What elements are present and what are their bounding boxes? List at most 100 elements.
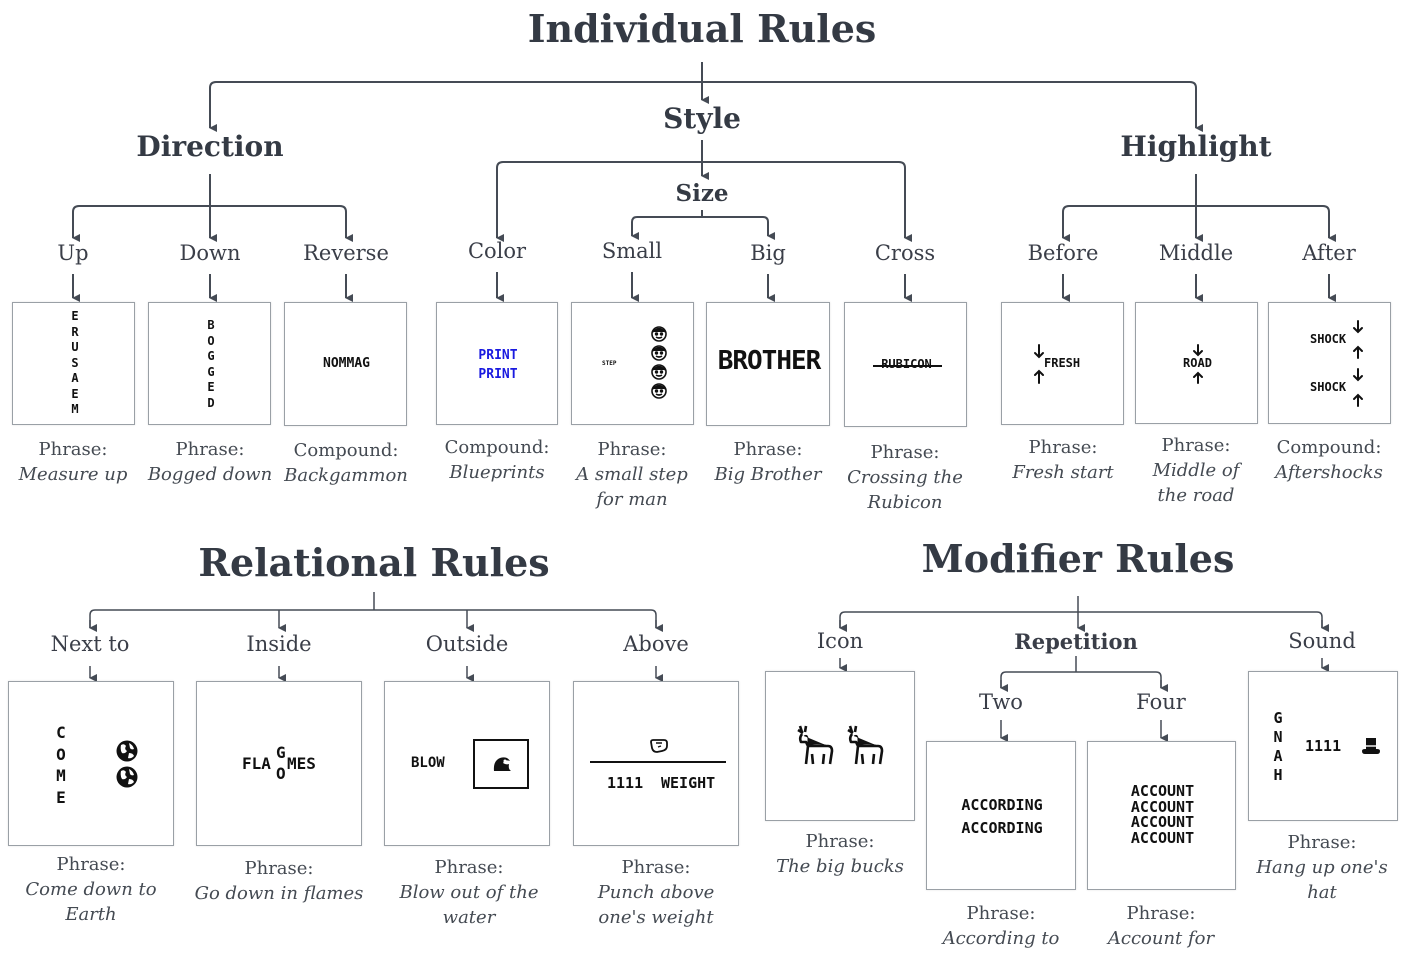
puzzle-letter: R [71, 324, 79, 339]
puzzle-letter: H [1273, 766, 1283, 784]
puzzle-box-above: 1111 WEIGHT [573, 681, 739, 846]
water-wave-icon [493, 757, 511, 771]
puzzle-text-sound-number: 1111 [1305, 737, 1342, 755]
deer-icon-pair [797, 725, 884, 765]
caption-answer: Middle of the road [1152, 460, 1240, 506]
caption-kind: Compound: [1276, 437, 1382, 458]
puzzle-letter: E [207, 380, 215, 394]
fist-icon [650, 739, 668, 753]
puzzle-letter: E [56, 787, 66, 807]
caption-kind: Compound: [293, 440, 399, 461]
deer-icon [847, 725, 884, 765]
puzzle-letter: M [56, 766, 66, 785]
label-color: Color [467, 239, 527, 263]
arrow-pair-icon [1193, 344, 1203, 384]
caption-answer: Go down in flames [194, 883, 364, 904]
puzzle-letter: N [1273, 728, 1283, 746]
puzzle-letter: M [71, 402, 79, 416]
caption-middle: Phrase: Middle of the road [1136, 433, 1256, 508]
label-cross: Cross [874, 241, 936, 265]
label-reverse: Reverse [303, 241, 389, 265]
according-word: ACCORDING [961, 819, 1043, 837]
puzzle-text-after-1: SHOCK [1310, 332, 1347, 346]
puzzle-box-outside: BLOW [384, 681, 550, 846]
puzzle-text-reverse: NOMMAG [323, 356, 370, 371]
caption-two: Phrase: According to [943, 901, 1060, 951]
caption-down: Phrase: Bogged down [148, 437, 272, 487]
puzzle-box-before: FRESH [1001, 302, 1124, 425]
caption-answer: Hang up one's hat [1256, 857, 1388, 903]
earth-icon-pair [116, 740, 138, 788]
divider-line [590, 761, 726, 763]
puzzle-letter: S [71, 355, 79, 370]
puzzle-text-inside-top: G [276, 743, 286, 762]
earth-icon [116, 766, 138, 788]
label-inside: Inside [246, 632, 312, 656]
according-word: ACCORDING [961, 796, 1043, 814]
puzzle-letter: O [56, 744, 66, 764]
caption-kind: Phrase: [1126, 903, 1196, 924]
highlight-heading: Highlight [1120, 130, 1272, 163]
caption-up: Phrase: Measure up [19, 437, 128, 487]
man-face-icon [651, 345, 667, 361]
caption-reverse: Compound: Backgammon [284, 438, 408, 488]
label-four: Four [1136, 690, 1186, 714]
caption-kind: Compound: [444, 437, 550, 458]
puzzle-letter: O [207, 333, 215, 348]
caption-after: Compound: Aftershocks [1275, 435, 1383, 485]
modifier-rules-title: Modifier Rules [921, 536, 1235, 581]
puzzle-letter: C [56, 723, 66, 742]
direction-heading: Direction [136, 130, 284, 163]
deer-icon [797, 725, 834, 765]
puzzle-letter: A [1273, 747, 1283, 765]
arrow-pair-icon [1353, 320, 1363, 407]
caption-answer: Bogged down [147, 464, 273, 485]
caption-kind: Phrase: [1028, 437, 1098, 458]
caption-answer: A small step for man [576, 464, 688, 510]
man-face-icon [651, 364, 667, 380]
man-face-icon [651, 383, 667, 399]
caption-answer: Fresh start [1012, 462, 1114, 483]
label-sound: Sound [1288, 629, 1356, 653]
puzzle-text-inside-bottom: O [276, 764, 286, 783]
caption-kind: Phrase: [434, 857, 504, 878]
puzzle-box-small: STEP [571, 302, 694, 425]
account-word: ACCOUNT [1130, 813, 1195, 831]
puzzle-text-small: STEP [602, 360, 617, 367]
caption-answer: Crossing the Rubicon [847, 467, 963, 513]
caption-icon: Phrase: The big bucks [776, 829, 904, 879]
puzzle-text-after-2: SHOCK [1310, 380, 1347, 394]
puzzle-text-middle: ROAD [1183, 356, 1212, 370]
caption-answer: Punch above one's weight [597, 882, 715, 928]
man-face-icon-stack [650, 325, 668, 406]
caption-outside: Phrase: Blow out of the water [399, 855, 539, 930]
caption-answer: Blueprints [449, 462, 545, 483]
caption-kind: Phrase: [56, 854, 126, 875]
caption-kind: Phrase: [38, 439, 108, 460]
caption-answer: Account for [1107, 928, 1215, 949]
puzzle-box-inside: FLA G O MES [196, 681, 362, 846]
caption-kind: Phrase: [805, 831, 875, 852]
caption-big: Phrase: Big Brother [715, 437, 822, 487]
label-outside: Outside [425, 632, 509, 656]
caption-kind: Phrase: [597, 439, 667, 460]
puzzle-letter: U [71, 340, 79, 354]
man-face-icon [651, 326, 667, 342]
caption-small: Phrase: A small step for man [567, 437, 697, 512]
puzzle-text-inside-right: MES [287, 754, 316, 773]
caption-kind: Phrase: [621, 857, 691, 878]
puzzle-box-four: ACCOUNT ACCOUNT ACCOUNT ACCOUNT [1087, 741, 1236, 890]
puzzle-text-four: ACCOUNT ACCOUNT ACCOUNT ACCOUNT [1088, 783, 1237, 846]
account-word: ACCOUNT [1130, 797, 1195, 816]
repetition-heading: Repetition [1014, 629, 1138, 654]
puzzle-text-color: PRINT PRINT [437, 346, 559, 384]
caption-next-to: Phrase: Come down to Earth [21, 852, 161, 927]
